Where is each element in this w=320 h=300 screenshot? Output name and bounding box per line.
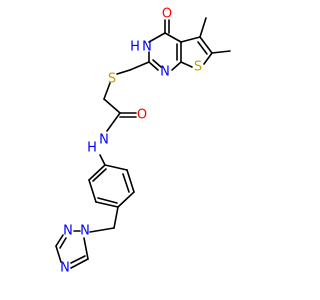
bond-co-n (106, 112, 121, 132)
bond-ch2-triazole (89, 227, 115, 233)
molecule-canvas: O H N N S S O N H N N N (55, 6, 231, 276)
bond-tz-n4-c3 (55, 245, 62, 263)
bond-tz-c5-n4-double (70, 255, 86, 264)
bond-c2-ch2 (129, 61, 150, 71)
bond-ph-ch2 (113, 206, 119, 229)
bond-c4a-c5 (180, 36, 201, 43)
bond-ch2b-co (103, 98, 121, 114)
bond-ph-6 (88, 164, 106, 181)
nitrogen-triazole-n2: N (63, 224, 73, 239)
bond-ph-2-double (122, 173, 130, 193)
bond-ph-2 (126, 169, 135, 193)
bond-s-c7a (180, 61, 193, 68)
bond-c2-n1-double (152, 59, 162, 68)
bond-c5-methyl (199, 17, 207, 38)
bond-ph-6-double (92, 168, 107, 182)
bond-c4-c4a (164, 32, 182, 43)
bond-c4-n3 (148, 32, 166, 43)
bond-tz-c3-n2 (55, 234, 64, 247)
bond-c2-n1 (148, 61, 159, 71)
oxygen-carbonyl-ring: O (162, 7, 172, 22)
bonds (55, 17, 231, 269)
bond-ph-5 (88, 179, 97, 203)
nitrogen-ring: N (160, 65, 170, 80)
bond-c6-methyl (211, 50, 231, 54)
bond-s-ch2b (103, 82, 111, 100)
sulfur-thiophene: S (194, 60, 202, 75)
bond-tz-c3-n2-double (59, 237, 67, 249)
bond-c5-c6 (199, 36, 213, 54)
hydrogen-ring-nh: H (130, 40, 140, 55)
bond-n1-c7a (171, 61, 182, 71)
molecule-structure: O H N N S S O N H N N N (55, 7, 231, 276)
bond-tz-c5-n4 (70, 258, 89, 269)
nitrogen-triazole-n1: N (80, 224, 90, 239)
nitrogen-amide: N (99, 133, 109, 148)
bond-ph-1 (104, 164, 128, 171)
nitrogen-triazole-n4: N (60, 261, 70, 276)
bond-n-ph (99, 154, 106, 166)
sulfur-thioether: S (108, 72, 116, 87)
bond-c6-s (203, 52, 213, 65)
bond-ph-4-double (97, 197, 118, 204)
bond-ph-3 (117, 191, 135, 208)
bond-tz-n1-c5 (83, 237, 89, 260)
hydrogen-amide: H (87, 141, 97, 156)
bond-ch2-s (116, 69, 131, 75)
bond-ph-4 (95, 201, 119, 208)
oxygen-amide: O (137, 108, 147, 123)
nitrogen-ring-nh: N (142, 40, 152, 55)
atom-labels: O H N N S S O N H N N N (60, 7, 202, 276)
bond-c5-c6-double (197, 41, 208, 55)
